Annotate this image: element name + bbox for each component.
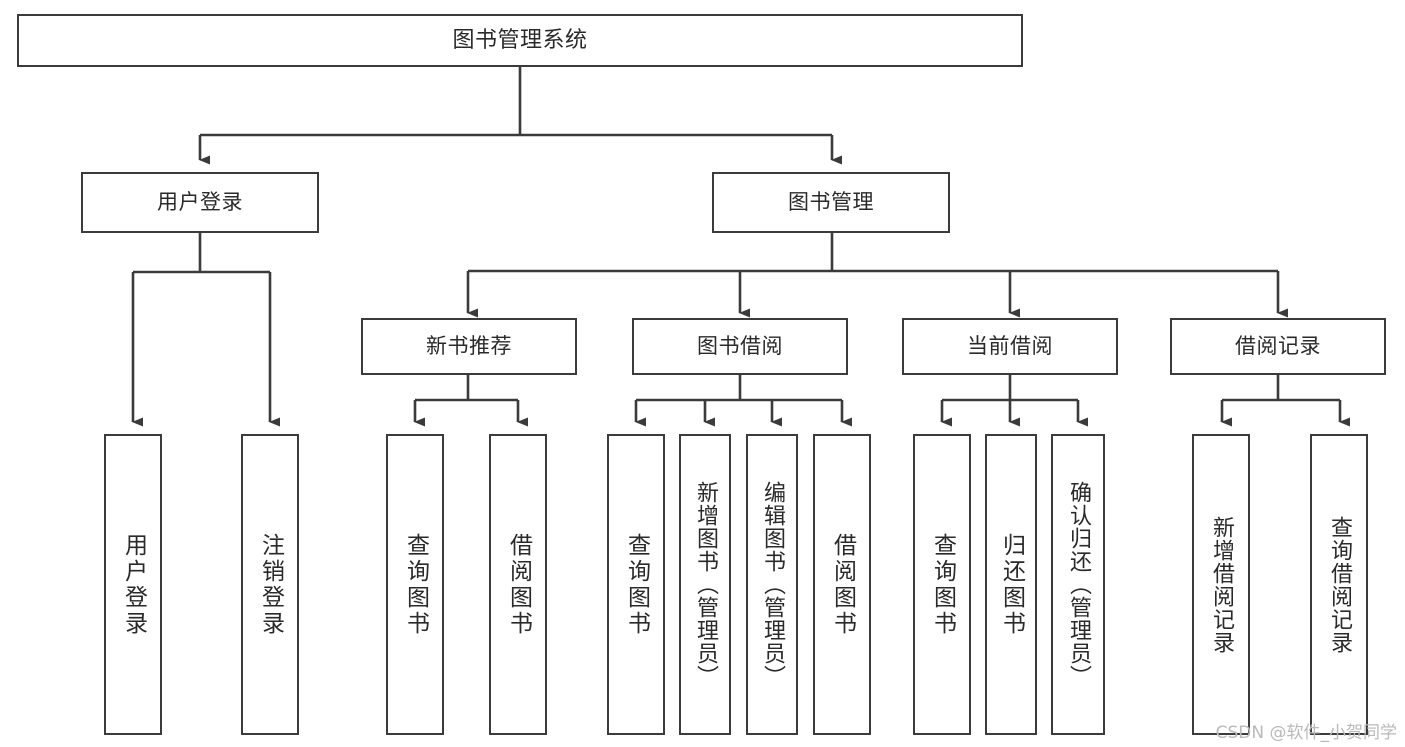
leaf-book-borrow-borrow-book[interactable]: 借阅图书 — [813, 434, 871, 735]
leaf-current-borrow-query-book[interactable]: 查询图书 — [913, 434, 971, 735]
node-label: 归还图书 — [998, 532, 1025, 637]
csdn-watermark: CSDN @软件_小贺同学 — [1215, 723, 1397, 743]
node-book-borrow[interactable]: 图书借阅 — [632, 318, 848, 375]
node-label: 查询图书 — [623, 532, 650, 637]
node-book-management[interactable]: 图书管理 — [712, 172, 950, 233]
node-label: 注销登录 — [257, 532, 284, 637]
node-borrow-record[interactable]: 借阅记录 — [1170, 318, 1386, 375]
node-label: 查询图书 — [929, 532, 956, 637]
leaf-user-login-login[interactable]: 用户登录 — [104, 434, 162, 735]
node-label: 图书管理系统 — [452, 27, 588, 53]
node-label: 借阅图书 — [505, 532, 532, 637]
node-label: 编辑图书（管理员） — [760, 481, 785, 688]
leaf-current-borrow-confirm-return-admin[interactable]: 确认归还（管理员） — [1051, 434, 1105, 735]
leaf-book-borrow-query-book[interactable]: 查询图书 — [607, 434, 665, 735]
leaf-borrow-record-query-record[interactable]: 查询借阅记录 — [1310, 434, 1368, 735]
leaf-borrow-record-add-record[interactable]: 新增借阅记录 — [1192, 434, 1250, 735]
node-label: 新书推荐 — [426, 334, 512, 359]
node-root-book-management-system[interactable]: 图书管理系统 — [17, 14, 1023, 67]
node-label: 图书借阅 — [697, 334, 783, 359]
node-label: 借阅图书 — [829, 532, 856, 637]
node-label: 查询借阅记录 — [1327, 515, 1352, 654]
node-label: 图书管理 — [788, 190, 874, 215]
node-label: 用户登录 — [157, 190, 243, 215]
node-label: 借阅记录 — [1235, 334, 1321, 359]
node-label: 查询图书 — [402, 532, 429, 637]
leaf-book-borrow-edit-book-admin[interactable]: 编辑图书（管理员） — [746, 434, 798, 735]
node-label: 用户登录 — [120, 532, 147, 637]
node-label: 确认归还（管理员） — [1066, 481, 1091, 688]
node-label: 当前借阅 — [967, 334, 1053, 359]
leaf-new-book-borrow-book[interactable]: 借阅图书 — [489, 434, 547, 735]
node-user-login[interactable]: 用户登录 — [81, 172, 319, 233]
node-current-borrow[interactable]: 当前借阅 — [902, 318, 1118, 375]
leaf-new-book-query-book[interactable]: 查询图书 — [386, 434, 444, 735]
node-label: 新增借阅记录 — [1209, 515, 1234, 654]
node-label: 新增图书（管理员） — [693, 481, 718, 688]
node-new-book-recommend[interactable]: 新书推荐 — [361, 318, 577, 375]
leaf-user-login-logout[interactable]: 注销登录 — [241, 434, 299, 735]
leaf-book-borrow-add-book-admin[interactable]: 新增图书（管理员） — [679, 434, 731, 735]
leaf-current-borrow-return-book[interactable]: 归还图书 — [985, 434, 1037, 735]
